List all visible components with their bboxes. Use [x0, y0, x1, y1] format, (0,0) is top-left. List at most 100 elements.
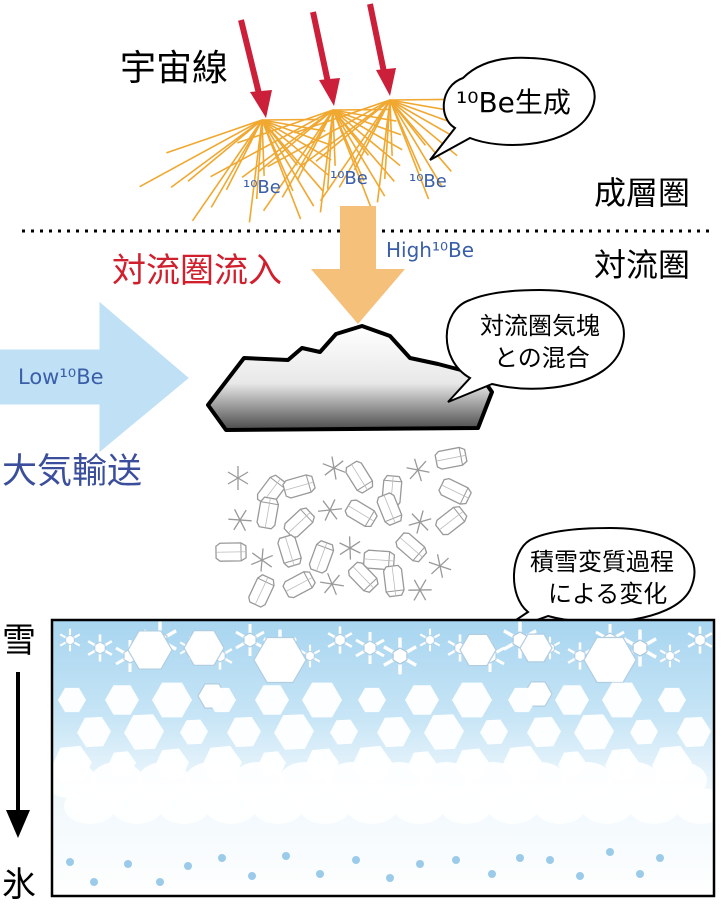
spallation-ray [267, 99, 391, 168]
spallation-ray [191, 119, 263, 222]
snow-grain [299, 788, 351, 824]
spallation-ray [237, 109, 334, 144]
ice-bubble [66, 858, 74, 866]
snow-crystal-icon [437, 476, 474, 507]
spallation-ray [261, 119, 326, 132]
spallation-ray [389, 99, 460, 141]
ice-bubble [546, 856, 554, 864]
spallation-ray [332, 109, 373, 210]
snow-crystal-icon [224, 504, 256, 536]
snow-grain [255, 685, 289, 715]
ice-bubble [184, 862, 192, 870]
snow-grain [480, 719, 508, 745]
be10-atom-label: ¹⁰Be [409, 171, 447, 192]
spallation-ray [315, 99, 391, 162]
be10-atom-label: ¹⁰Be [330, 168, 368, 189]
snow-grain [452, 682, 492, 718]
snow-grain [302, 682, 342, 718]
snow-grain [602, 682, 642, 718]
snow-crystal-icon [318, 453, 350, 483]
snow-crystal-icon [343, 459, 376, 496]
snow-grain [508, 687, 536, 713]
snow-grain [487, 788, 539, 824]
ice-bubble [218, 854, 226, 862]
spallation-ray [338, 99, 391, 188]
snow-grain [534, 788, 586, 824]
spallation-ray [281, 109, 334, 198]
snow-grain [405, 685, 439, 715]
transport-arrow [0, 301, 189, 453]
spallation-ray [241, 109, 334, 179]
snow-crystal-icon [427, 551, 453, 581]
snow-grain [658, 687, 686, 713]
snow-grain [227, 716, 261, 748]
ice-bubble [576, 872, 584, 880]
ice-label: 氷 [2, 865, 36, 905]
high-be10-label: High¹⁰Be [386, 238, 474, 262]
snow-crystal-icon [433, 503, 470, 538]
ice-bubble [248, 872, 256, 880]
snow-crystal-icon [281, 505, 318, 541]
snow-crystal-icon [382, 564, 406, 598]
low-be10-label: Low¹⁰Be [18, 365, 104, 389]
stratosphere-label: 成層圏 [594, 174, 690, 212]
snowflake-icon [583, 636, 637, 684]
falling-snow-crystals [215, 445, 474, 609]
snow-crystal-icon [227, 465, 249, 491]
snow-crystal-icon [246, 572, 277, 609]
spallation-ray [389, 99, 452, 172]
snow-grain [252, 788, 304, 824]
cosmic-rays-label: 宇宙線 [120, 48, 228, 89]
ice-bubble [282, 852, 290, 860]
spallation-ray [261, 118, 319, 121]
snow-grain [58, 687, 86, 713]
spallation-ray [319, 109, 334, 213]
cosmic-ray-arrows [238, 3, 396, 118]
spallation-ray [298, 99, 391, 169]
spallation-ray [166, 119, 263, 154]
spallation-ray [376, 99, 391, 203]
snow-label: 雪 [2, 621, 36, 661]
spallation-ray [332, 109, 403, 151]
snow-crystal-icon [307, 539, 336, 575]
snow-grain [393, 788, 445, 824]
snow-grain [574, 714, 614, 750]
spallation-ray [139, 119, 263, 188]
snow-grain [64, 788, 116, 824]
ice-bubble [316, 870, 324, 878]
spallation-ray [261, 119, 302, 220]
troposphere-label: 対流圏 [594, 246, 690, 284]
ice-bubble [352, 856, 360, 864]
spallation-ray [262, 109, 334, 212]
snow-crystal-icon [393, 530, 430, 565]
snow-grain [205, 788, 257, 824]
be10-production-label: ¹⁰Be生成 [456, 86, 571, 119]
spallation-ray [294, 99, 391, 134]
snow-grain [180, 719, 208, 745]
ice-bubble [516, 854, 524, 862]
cloud-icon [206, 324, 494, 432]
cosmic-ray-arrow [310, 11, 333, 93]
snow-grain [555, 685, 589, 715]
ice-bubble [90, 878, 98, 886]
snow-grain [152, 682, 192, 718]
snowflake-icon [183, 630, 225, 666]
mixing-label-1: 対流圏気塊 [480, 312, 600, 340]
snow-grain [208, 687, 236, 713]
ice-bubble [656, 854, 664, 862]
ice-bubble [416, 860, 424, 868]
metamorphism-label-1: 積雪変質過程 [530, 548, 674, 576]
snow-crystal-icon [280, 568, 318, 601]
snowflake-icon [459, 633, 497, 667]
snow-crystal-icon [404, 573, 436, 607]
snow-crystal-icon [317, 571, 347, 597]
snow-grain [105, 685, 139, 715]
snow-crystal-icon [316, 498, 344, 522]
spallation-ray [389, 99, 393, 156]
spallation-ray [319, 99, 391, 202]
be10-atom-label: ¹⁰Be [243, 177, 281, 198]
snowflake-icon [253, 636, 307, 684]
spallation-ray [261, 119, 315, 207]
